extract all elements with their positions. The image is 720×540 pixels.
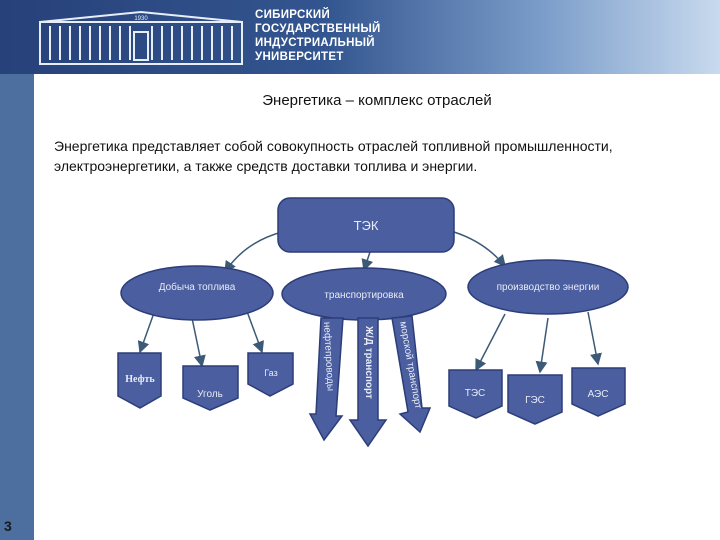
pipeline-arrow	[308, 317, 344, 442]
university-building-logo: 1930	[39, 10, 243, 65]
aes-node	[571, 367, 626, 417]
university-name: СИБИРСКИЙ ГОСУДАРСТВЕННЫЙ ИНДУСТРИАЛЬНЫЙ…	[255, 8, 455, 64]
rail-label: Ж/Д транспорт	[363, 325, 374, 399]
oil-node	[117, 352, 162, 409]
connector	[587, 311, 602, 366]
rail-arrow	[348, 317, 388, 448]
header-banner: 1930 СИБИРСКИЙ ГОСУДАРСТВЕННЫЙ ИНДУСТРИА…	[0, 0, 720, 74]
tek-root-label: ТЭК	[354, 218, 379, 233]
connector	[535, 317, 549, 374]
energy-branch-node	[467, 259, 629, 315]
connector	[475, 313, 506, 372]
intro-paragraph: Энергетика представляет собой совокупнос…	[54, 138, 613, 174]
page-number: 3	[4, 518, 12, 534]
university-name-line: УНИВЕРСИТЕТ	[255, 51, 344, 63]
connector	[361, 251, 374, 272]
connector	[191, 317, 206, 368]
tes-label: ТЭС	[465, 388, 486, 399]
connector	[137, 309, 156, 354]
logo-caption: 1930	[134, 16, 148, 22]
aes-label: АЭС	[588, 389, 609, 400]
connector	[453, 231, 506, 268]
coal-node	[182, 365, 239, 411]
gas-node	[247, 352, 294, 397]
fuel-branch-label-line1: Добыча топлива	[159, 281, 236, 293]
sea-arrow	[391, 315, 432, 434]
tes-node	[448, 369, 503, 419]
tek-root-node	[277, 197, 455, 253]
university-name-line: ГОСУДАРСТВЕННЫЙ	[255, 23, 381, 35]
connector	[224, 231, 283, 274]
gas-label: Газ	[264, 368, 277, 378]
left-accent-bar	[0, 0, 34, 540]
oil-label: Нефть	[125, 374, 155, 385]
energy-branch-label: производство энергии	[497, 282, 600, 293]
ges-label: ГЭС	[525, 395, 545, 406]
ges-node	[507, 374, 563, 425]
slide-title: Энергетика – комплекс отраслей	[262, 92, 492, 109]
coal-label: Уголь	[197, 389, 223, 400]
university-name-line: СИБИРСКИЙ	[255, 9, 331, 21]
transport-branch-label: транспортировка	[324, 290, 404, 301]
pipeline-label: нефтепроводы	[321, 322, 337, 392]
fuel-branch-node	[120, 265, 274, 321]
university-name-line: ИНДУСТРИАЛЬНЫЙ	[255, 37, 375, 49]
fuel-branch-label: Добыча топлива	[159, 281, 236, 293]
